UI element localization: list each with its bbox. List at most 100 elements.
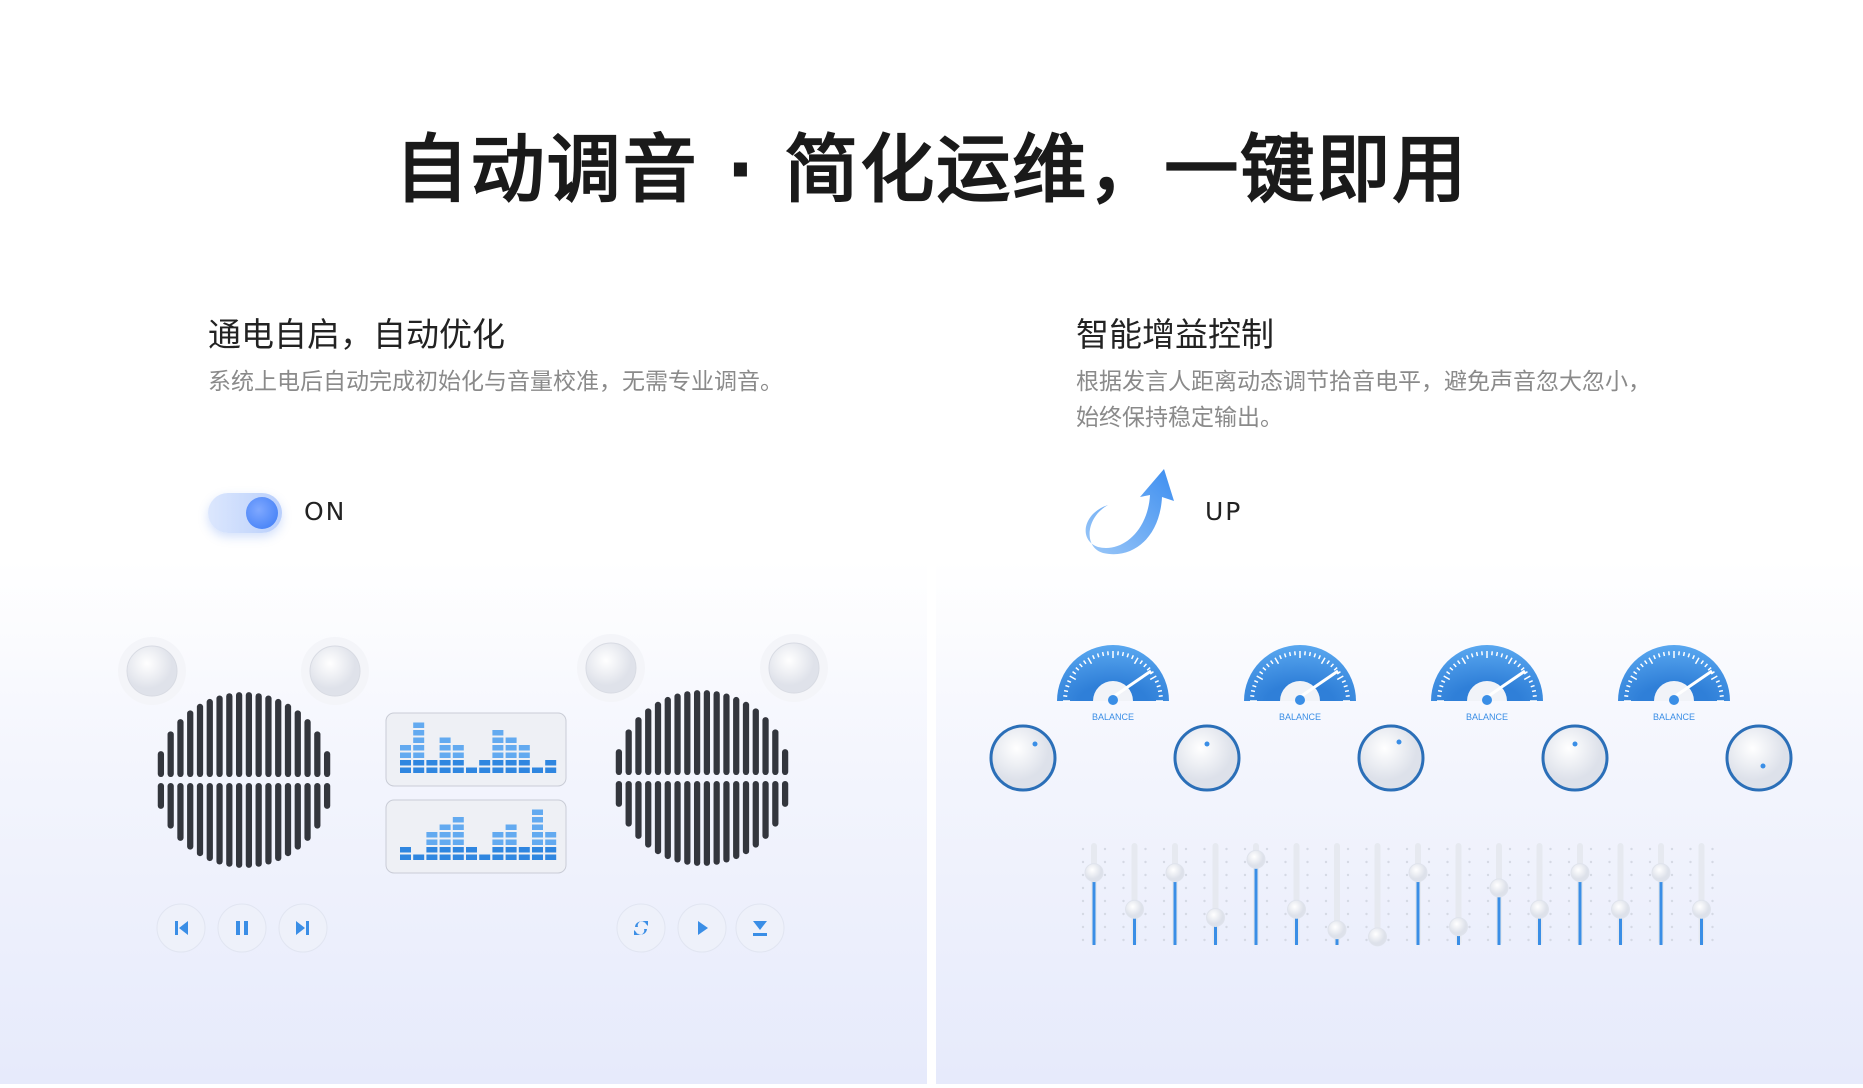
fader-handle	[1450, 918, 1468, 936]
scale-dot	[1468, 861, 1470, 863]
fader-slider[interactable]	[1527, 843, 1551, 945]
equalizer-segment	[440, 745, 451, 751]
balance-gauge: BALANCE	[1618, 645, 1730, 722]
control-button[interactable]	[678, 904, 726, 952]
left-description: 系统上电后自动完成初始化与音量校准，无需专业调音。	[208, 364, 798, 400]
equalizer-segment	[453, 753, 464, 759]
equalizer-segment	[453, 855, 464, 861]
scale-dot	[1527, 926, 1529, 928]
fader-slider[interactable]	[1082, 843, 1106, 945]
fader-slider[interactable]	[1122, 843, 1146, 945]
scale-dot	[1163, 887, 1165, 889]
fader-slider[interactable]	[1649, 843, 1673, 945]
scale-dot	[1266, 926, 1268, 928]
scale-dot	[1671, 887, 1673, 889]
scale-dot	[1428, 939, 1430, 941]
scale-dot	[1325, 848, 1327, 850]
fader-slider[interactable]	[1203, 843, 1227, 945]
speaker-bar	[216, 695, 222, 777]
knob-face	[1727, 726, 1791, 790]
gauge-tick	[1345, 691, 1349, 692]
scale-dot	[1689, 861, 1691, 863]
fader-slider[interactable]	[1325, 843, 1349, 945]
scale-dot	[1509, 913, 1511, 915]
gauge-tick	[1290, 652, 1291, 656]
speaker-bar	[187, 783, 193, 850]
control-button[interactable]	[218, 904, 266, 952]
equalizer-segment	[519, 847, 530, 853]
knob-indicator	[1205, 742, 1210, 747]
fader-slider[interactable]	[1163, 843, 1187, 945]
scale-dot	[1365, 939, 1367, 941]
gain-knob[interactable]	[1359, 726, 1423, 790]
equalizer-segment	[479, 768, 490, 774]
knob-face	[1175, 726, 1239, 790]
fader-slider[interactable]	[1689, 843, 1713, 945]
equalizer-segment	[440, 840, 451, 846]
scale-dot	[1266, 939, 1268, 941]
power-toggle[interactable]	[208, 493, 282, 533]
fader-slider[interactable]	[1284, 843, 1308, 945]
scale-dot	[1689, 874, 1691, 876]
scale-dot	[1487, 939, 1489, 941]
fader-slider[interactable]	[1608, 843, 1632, 945]
fader-slider[interactable]	[1446, 843, 1470, 945]
scale-dot	[1608, 939, 1610, 941]
fader-slider[interactable]	[1487, 843, 1511, 945]
control-button[interactable]	[157, 904, 205, 952]
scale-dot	[1082, 861, 1084, 863]
equalizer-segment	[426, 832, 437, 838]
speaker-bar	[782, 749, 788, 775]
control-button[interactable]	[736, 904, 784, 952]
equalizer-segment	[506, 753, 517, 759]
scale-dot	[1104, 926, 1106, 928]
gain-knob[interactable]	[991, 726, 1055, 790]
equalizer-segment	[545, 760, 556, 766]
scale-dot	[1306, 861, 1308, 863]
speaker-bar	[674, 693, 680, 775]
speaker-bar	[723, 693, 729, 775]
scale-dot	[1406, 848, 1408, 850]
speaker-bar	[645, 708, 651, 775]
equalizer-segment	[413, 768, 424, 774]
scale-dot	[1144, 926, 1146, 928]
fader-slider[interactable]	[1365, 843, 1389, 946]
gain-knob[interactable]	[1727, 726, 1791, 790]
scale-dot	[1649, 848, 1651, 850]
fader-slider[interactable]	[1406, 843, 1430, 945]
scale-dot	[1244, 926, 1246, 928]
scale-dot	[1225, 926, 1227, 928]
scale-dot	[1590, 861, 1592, 863]
scale-dot	[1509, 939, 1511, 941]
equalizer-segment	[532, 847, 543, 853]
scale-dot	[1527, 913, 1529, 915]
fader-slider[interactable]	[1568, 843, 1592, 945]
speaker-bar	[753, 708, 759, 775]
control-button[interactable]	[617, 904, 665, 952]
fader-slider[interactable]	[1244, 843, 1268, 945]
scale-dot	[1711, 874, 1713, 876]
equalizer-segment	[519, 768, 530, 774]
scale-dot	[1225, 874, 1227, 876]
speaker-bar	[684, 781, 690, 865]
scale-dot	[1406, 874, 1408, 876]
gain-knob[interactable]	[1175, 726, 1239, 790]
scale-dot	[1630, 874, 1632, 876]
scale-dot	[1387, 861, 1389, 863]
button-face	[218, 904, 266, 952]
control-button[interactable]	[279, 904, 327, 952]
knob-indicator	[1761, 764, 1766, 769]
fader-handle	[1369, 928, 1387, 946]
scale-dot	[1428, 887, 1430, 889]
scale-dot	[1568, 939, 1570, 941]
scale-dot	[1122, 926, 1124, 928]
equalizer-segment	[545, 832, 556, 838]
equalizer-segment	[400, 760, 411, 766]
scale-dot	[1568, 913, 1570, 915]
speaker-bar	[635, 717, 641, 775]
scale-dot	[1468, 887, 1470, 889]
scale-dot	[1468, 913, 1470, 915]
fader-handle	[1247, 850, 1265, 868]
scale-dot	[1104, 887, 1106, 889]
gain-knob[interactable]	[1543, 726, 1607, 790]
